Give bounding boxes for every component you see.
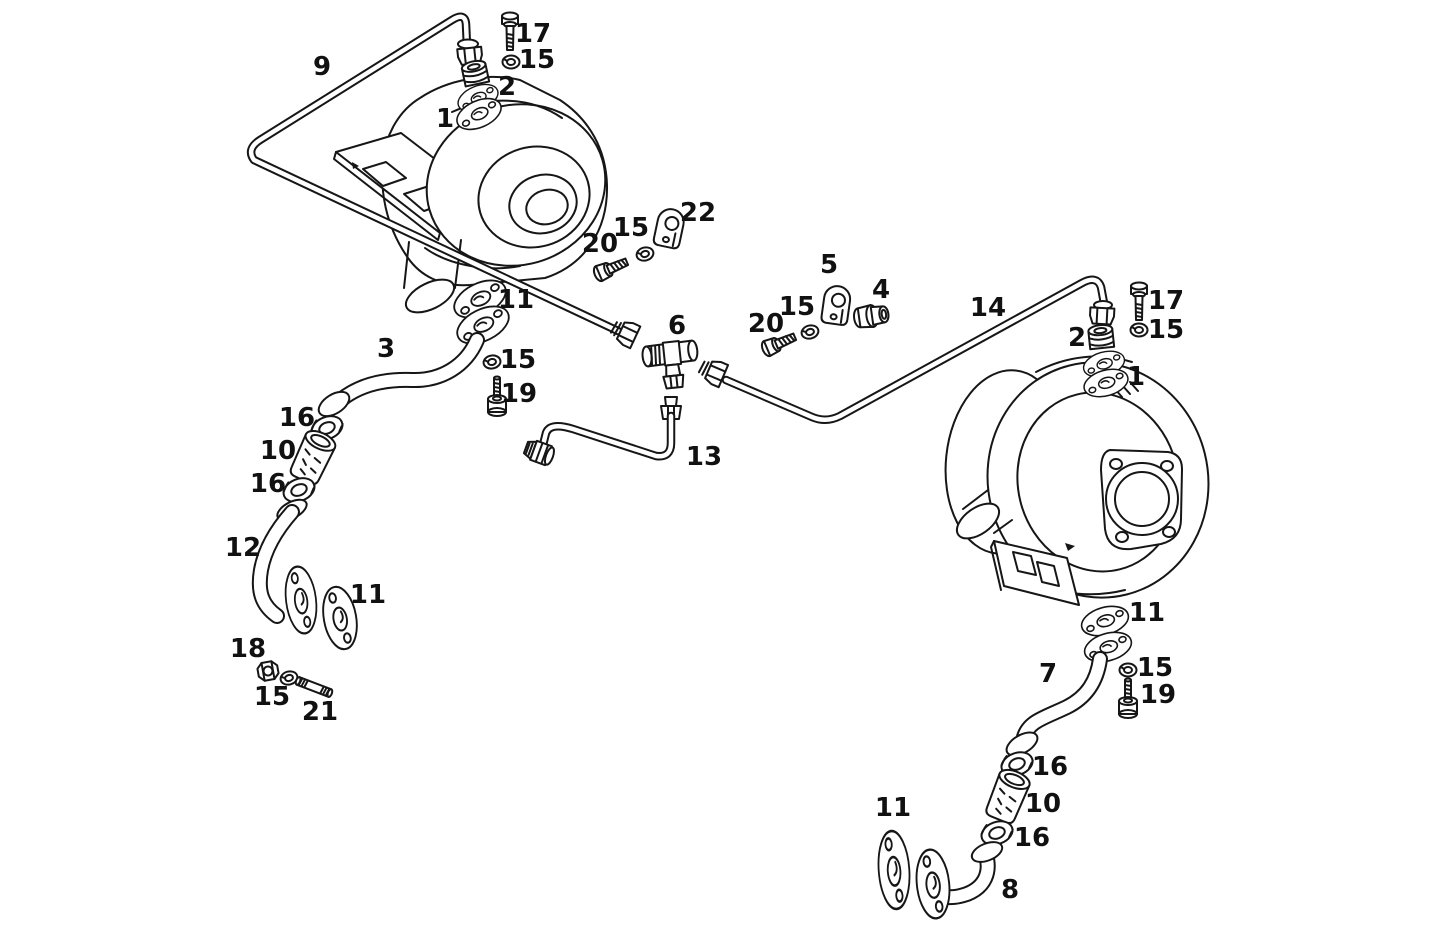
part-number-18: 18 (230, 634, 266, 664)
part-number-15: 15 (613, 213, 649, 243)
part-number-16: 16 (1014, 823, 1050, 853)
tee-fitting-6 (641, 339, 699, 390)
part-number-1: 1 (1127, 362, 1145, 392)
part-number-8: 8 (1001, 875, 1019, 905)
washer-15-pipe3 (481, 353, 503, 371)
banjo-eyelet-5 (819, 283, 853, 327)
part-number-19: 19 (501, 379, 537, 409)
part-number-10: 10 (1025, 789, 1061, 819)
part-number-11: 11 (875, 793, 911, 823)
part-number-9: 9 (313, 52, 331, 82)
part-number-10: 10 (260, 436, 296, 466)
part-number-20: 20 (582, 229, 618, 259)
part-number-15: 15 (779, 292, 815, 322)
part-number-22: 22 (680, 198, 716, 228)
drain-pipe-12 (251, 498, 322, 637)
turbo-right-inlet-duct (955, 489, 1013, 540)
oil-feed-line-9 (246, 12, 623, 336)
part-number-12: 12 (225, 533, 261, 563)
union-2-right (1079, 300, 1129, 382)
part-number-17: 17 (515, 19, 551, 49)
part-number-1: 1 (436, 104, 454, 134)
part-number-21: 21 (302, 697, 338, 727)
part-number-2: 2 (1068, 323, 1086, 353)
turbo-right-outlet-flange (1100, 449, 1183, 551)
part-number-15: 15 (254, 682, 290, 712)
part-number-15: 15 (519, 45, 555, 75)
part-number-15: 15 (1148, 315, 1184, 345)
turbocharger-right (944, 355, 1210, 606)
part-number-17: 17 (1148, 286, 1184, 316)
part-number-7: 7 (1039, 659, 1057, 689)
union-2-left (453, 38, 503, 118)
part-number-13: 13 (686, 442, 722, 472)
part-number-14: 14 (970, 293, 1006, 323)
part-number-16: 16 (279, 403, 315, 433)
part-number-11: 11 (350, 580, 386, 610)
drain-pipe-7 (1005, 651, 1108, 757)
turbo-left-outlet-neck (403, 239, 462, 314)
part-number-11: 11 (498, 285, 534, 315)
part-number-20: 20 (748, 309, 784, 339)
part-number-2: 2 (498, 72, 516, 102)
part-number-4: 4 (872, 275, 890, 305)
part-number-6: 6 (668, 311, 686, 341)
turbo-right-bracket (990, 540, 1080, 606)
washer-15-left-top (501, 54, 521, 70)
drain-pipe-3 (317, 332, 485, 418)
plug-4 (853, 304, 890, 329)
part-number-19: 19 (1140, 680, 1176, 710)
part-number-5: 5 (820, 250, 838, 280)
washer-15-right-drain (1118, 662, 1138, 678)
part-number-11: 11 (1129, 598, 1165, 628)
drain-pipe-8 (912, 841, 1004, 922)
washer-15-banjo-right (799, 322, 821, 342)
turbocharger-left (333, 75, 609, 314)
bolt-17-right (1130, 281, 1148, 321)
washer-15-banjo-left (634, 244, 656, 264)
bolt-19-right (1118, 677, 1138, 719)
part-number-15: 15 (500, 345, 536, 375)
part-number-3: 3 (377, 334, 395, 364)
stud-21 (294, 676, 334, 698)
pipe-13 (522, 396, 682, 467)
part-number-16: 16 (1032, 752, 1068, 782)
washer-15-right-top (1129, 322, 1149, 338)
part-number-15: 15 (1137, 653, 1173, 683)
part-number-16: 16 (250, 469, 286, 499)
gasket-11-right-bottom (874, 828, 914, 912)
oil-feed-line-14 (695, 275, 1109, 424)
